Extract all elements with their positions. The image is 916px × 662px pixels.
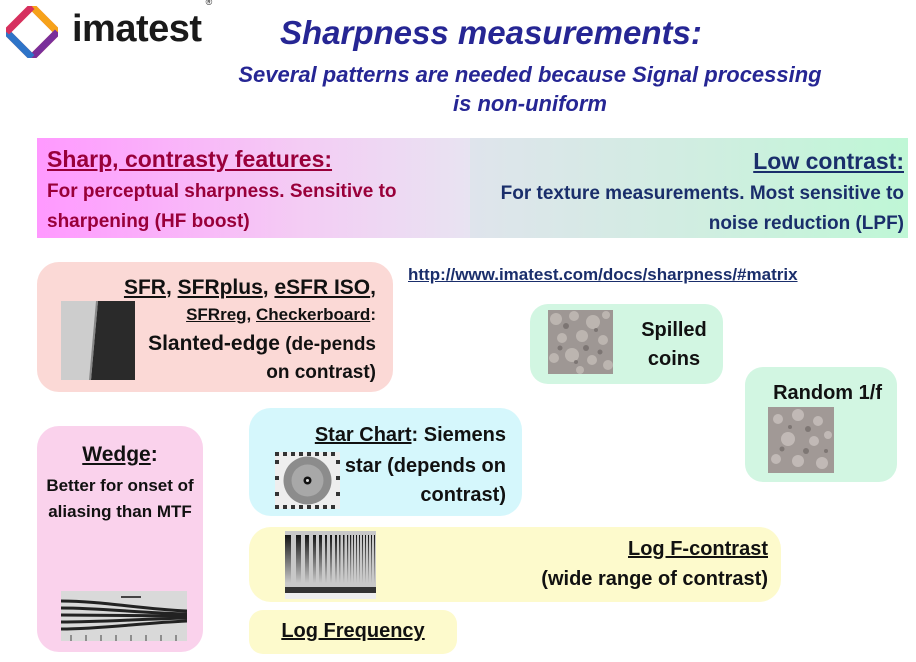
log-frequency-title: Log Frequency (249, 620, 457, 643)
imatest-logo-icon (6, 6, 58, 58)
registered-mark: ® (205, 0, 213, 8)
low-contrast-banner (470, 138, 908, 238)
page-title: Sharpness measurements: (280, 14, 702, 51)
slanted-edge-image (61, 301, 135, 380)
sfr-link[interactable]: SFR (123, 276, 166, 299)
brand-name: imatest® (72, 0, 212, 51)
star-chart-title-line: Star Chart: Siemens (314, 424, 506, 446)
log-frequency-panel (249, 610, 457, 654)
spilled-coins-image (548, 310, 613, 374)
page-subtitle: Several patterns are needed because Sign… (238, 62, 822, 116)
random-1f-image (768, 407, 834, 473)
sfr-chart-names: SFR, SFRplus, eSFR ISO, (123, 276, 376, 299)
siemens-star-image (275, 452, 340, 509)
log-f-contrast-link[interactable]: Log F-contrast (628, 538, 768, 560)
wedge-description: Better for onset of aliasing than MTF (46, 476, 194, 521)
esfr-iso-link[interactable]: eSFR ISO (274, 276, 371, 299)
random-1f-label: Random 1/f (773, 382, 882, 404)
log-f-contrast-description: (wide range of contrast) (541, 568, 768, 590)
wedge-link[interactable]: Wedge (82, 443, 151, 466)
sfrreg-link[interactable]: SFRreg (186, 305, 247, 324)
spilled-coins-label: Spilled coins (641, 319, 707, 370)
wedge-pattern-image (61, 591, 187, 641)
log-frequency-link[interactable]: Log Frequency (281, 620, 425, 642)
low-contrast-heading: Low contrast: (753, 148, 904, 174)
star-chart-link[interactable]: Star Chart (314, 424, 412, 446)
sharp-features-banner (37, 138, 474, 238)
sharpness-matrix-link[interactable]: http://www.imatest.com/docs/sharpness/#m… (408, 265, 798, 284)
sfrplus-link[interactable]: SFRplus (177, 276, 263, 299)
sharp-features-heading: Sharp, contrasty features: (47, 146, 333, 172)
sfr-description: Slanted-edge (de-pends on contrast) (148, 332, 376, 383)
star-chart-description: star (depends on contrast) (344, 455, 506, 506)
sfr-chart-names-2: SFRreg, Checkerboard: (186, 305, 376, 324)
low-contrast-description: For texture measurements. Most sensitive… (500, 183, 904, 234)
wedge-title: Wedge: (82, 443, 158, 466)
checkerboard-link[interactable]: Checkerboard (256, 305, 371, 324)
log-f-contrast-image (285, 531, 376, 599)
sharp-features-description: For perceptual sharpness. Sensitive to s… (47, 181, 397, 232)
